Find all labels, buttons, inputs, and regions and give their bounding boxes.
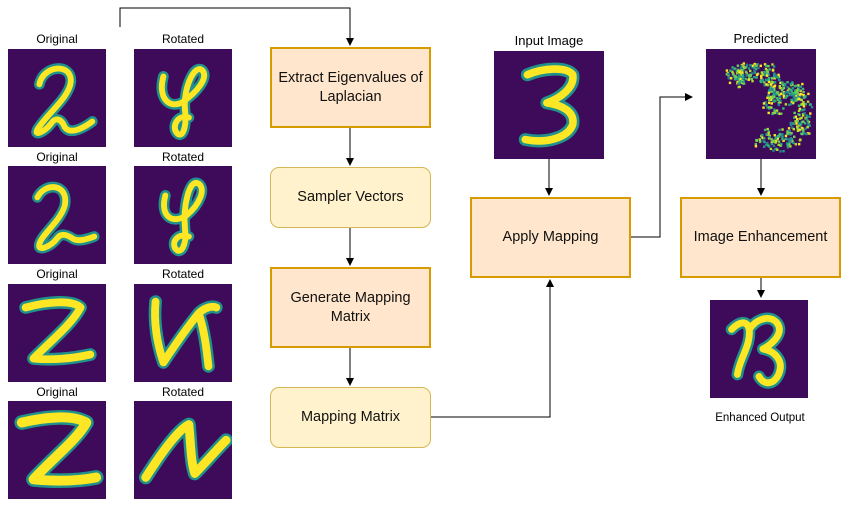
arrow-matrix-to-apply — [431, 279, 554, 418]
original-label: Original — [36, 150, 78, 164]
rotated-label: Rotated — [161, 32, 205, 46]
input-image-label: Input Image — [514, 33, 584, 48]
rotated-digit-2-image — [134, 49, 232, 147]
apply-mapping-step: Apply Mapping — [470, 197, 631, 278]
original-digit-2-image — [8, 284, 106, 382]
original-label: Original — [36, 267, 78, 281]
sampler-vectors-node: Sampler Vectors — [270, 167, 431, 228]
original-digit-2-image — [8, 49, 106, 147]
predicted-noisy-image — [706, 49, 816, 159]
image-enhancement-step: Image Enhancement — [680, 197, 841, 278]
original-digit-2-image — [8, 401, 106, 499]
extract-eigenvalues-step: Extract Eigenvalues of Laplacian — [270, 47, 431, 128]
rotated-label: Rotated — [161, 150, 205, 164]
original-label: Original — [36, 385, 78, 399]
original-digit-2-image — [8, 166, 106, 264]
rotated-digit-2-image — [134, 166, 232, 264]
rotated-digit-2-image — [134, 284, 232, 382]
predicted-label: Predicted — [733, 31, 789, 46]
rotated-label: Rotated — [161, 385, 205, 399]
generate-mapping-matrix-step: Generate Mapping Matrix — [270, 267, 431, 348]
rotated-label: Rotated — [161, 267, 205, 281]
original-label: Original — [36, 32, 78, 46]
enhanced-output-label: Enhanced Output — [715, 412, 805, 424]
enhanced-digit-3-image — [710, 300, 808, 398]
rotated-digit-2-image — [134, 401, 232, 499]
input-digit-3-image — [494, 51, 604, 159]
mapping-matrix-node: Mapping Matrix — [270, 387, 431, 448]
